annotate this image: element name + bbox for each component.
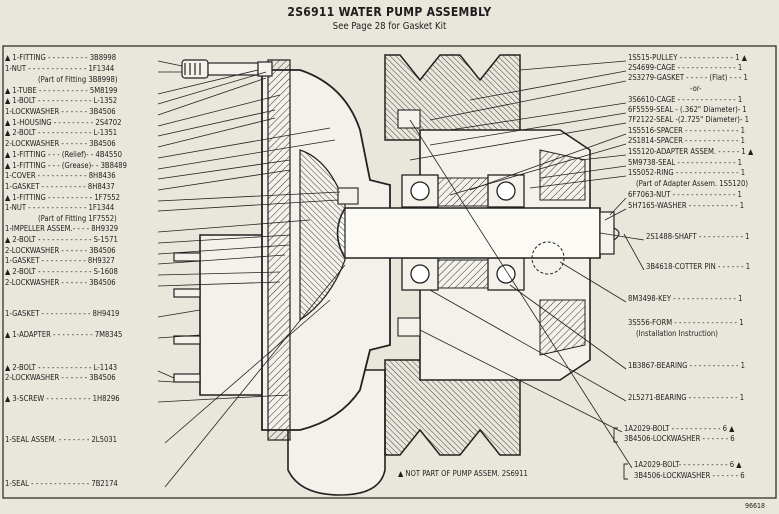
right-label-r13: (Part of Adapter Assem. 1S5120) [636,179,749,188]
right-label-r16: 2S1488-SHAFT - - - - - - - - - - 1 [646,232,750,241]
left-label-l15: 1-NUT - - - - - - - - - - - - - 1F1344 [5,203,115,212]
left-label-l9: 2-LOCKWASHER - - - - - - 3B4506 [5,139,116,148]
page-title: 2S6911 WATER PUMP ASSEMBLY [287,5,492,19]
figure-number: 96618 [744,502,765,510]
right-label-r25: 1A2029-BOLT- - - - - - - - - - - 6 ▲ [634,460,742,469]
left-label-l14: ▲ 1-FITTING - - - - - - - - - - 1F7552 [5,193,120,202]
right-label-r15: 5H7165-WASHER - - - - - - - - - - - 1 [628,201,745,210]
right-label-r17: 3B4618-COTTER PIN - - - - - - 1 [646,262,751,271]
right-label-r2: 2S4699-CAGE - - - - - - - - - - - - - 1 [628,63,743,72]
housing-flange [267,59,291,441]
label-brackets [613,427,628,480]
left-label-l13: 1-GASKET - - - - - - - - - - 8H8437 [5,182,115,191]
right-label-r14: 6F7063-NUT - - - - - - - - - - - - - - 1 [628,190,742,199]
right-label-r19: 3S556-FORM - - - - - - - - - - - - - - 1 [628,318,744,327]
left-label-l27: ▲ 3-SCREW - - - - - - - - - - 1H8296 [5,394,120,403]
left-label-l29: 1-SEAL - - - - - - - - - - - - - 7B2174 [5,479,118,488]
left-label-l8: ▲ 2-BOLT - - - - - - - - - - - - L-1351 [5,128,118,137]
cotter-pin [613,227,620,241]
left-label-l20: 1-GASKET - - - - - - - - - - 8H9327 [5,256,115,265]
right-label-r10: 1S5120-ADAPTER ASSEM. - - - - - 1 ▲ [628,147,754,156]
right-label-r26: 3B4506-LOCKWASHER - - - - - - 6 [634,471,745,480]
left-label-l4: ▲ 1-TUBE - - - - - - - - - - - 5M8199 [5,86,118,95]
page-subtitle: See Page 28 for Gasket Kit [332,21,447,32]
right-label-r20: (Installation Instruction) [636,329,718,338]
left-label-l10: ▲ 1-FITTING - - - (Relief)- - 4B4550 [5,150,122,159]
adapter-lower-section [539,299,586,356]
left-label-l21: ▲ 2-BOLT - - - - - - - - - - - - S-1608 [5,267,118,276]
right-label-r18: 8M3498-KEY - - - - - - - - - - - - - - 1 [628,294,743,303]
left-label-l3: (Part of Fitting 3B8998) [38,75,118,84]
key-outline [531,241,565,275]
left-label-l6: 1-LOCKWASHER - - - - - - 3B4506 [5,107,116,116]
left-label-l16: (Part of Fitting 1F7552) [38,214,117,223]
pulley-lower [384,359,521,456]
right-label-r21: 1B3867-BEARING - - - - - - - - - - - 1 [628,361,745,370]
bearings [401,174,525,291]
spacer-upper [437,177,489,207]
right-label-r24: 3B4506-LOCKWASHER - - - - - - 6 [624,434,735,443]
small-bolts [337,109,421,337]
left-label-l11: ▲ 1-FITTING - - - (Grease)- - 3B8489 [5,161,127,170]
right-label-r22: 2L5271-BEARING - - - - - - - - - - - 1 [628,393,745,402]
left-label-l17: 1-IMPELLER ASSEM.- - - - 8H9329 [5,224,119,233]
right-label-r3: 2S3279-GASKET - - - - - (Flat) - - - 1 [628,73,748,82]
left-label-l28: 1-SEAL ASSEM. - - - - - - - 2L5031 [5,435,117,444]
leader-lines-right [409,60,645,469]
diagram-frame [2,45,777,499]
right-label-r7: 7F2122-SEAL -(2.725" Diameter)- 1 [628,115,749,124]
right-label-r5: 3S6610-CAGE - - - - - - - - - - - - - 1 [628,95,743,104]
left-label-l22: 2-LOCKWASHER - - - - - - 3B4506 [5,278,116,287]
right-label-r4: -or- [690,84,702,93]
footnote: ▲ NOT PART OF PUMP ASSEM. 2S6911 [398,469,528,478]
shaft [336,207,601,259]
right-label-r11: 5M9738-SEAL - - - - - - - - - - - - - 1 [628,158,742,167]
left-label-l24: ▲ 1-ADAPTER - - - - - - - - - 7M8345 [5,330,123,339]
left-label-l19: 2-LOCKWASHER - - - - - - 3B4506 [5,246,116,255]
left-label-l23: 1-GASKET - - - - - - - - - - - 8H9419 [5,309,120,318]
left-label-l12: 1-COVER - - - - - - - - - - - 8H8436 [5,171,116,180]
right-label-r23: 1A2029-BOLT - - - - - - - - - - - 6 ▲ [624,424,735,433]
left-label-l7: ▲ 1-HOUSING - - - - - - - - - 2S4702 [5,118,122,127]
left-label-l2: 1-NUT - - - - - - - - - - - - - 1F1344 [5,64,115,73]
right-label-r12: 1S5052-RING - - - - - - - - - - - - - - … [628,168,746,177]
left-label-l25: ▲ 2-BOLT - - - - - - - - - - - - L-1143 [5,363,118,372]
spacer-lower [437,259,489,289]
adapter-studs [173,252,201,383]
right-label-r1: 1S515-PULLEY - - - - - - - - - - - - 1 ▲ [628,53,747,62]
right-label-r8: 1S5516-SPACER - - - - - - - - - - - - 1 [628,126,746,135]
right-label-r9: 2S1814-SPACER - - - - - - - - - - - - 1 [628,136,746,145]
fitting-top [181,59,273,79]
left-label-l18: ▲ 2-BOLT - - - - - - - - - - - - S-1571 [5,235,118,244]
left-label-l1: ▲ 1-FITTING - - - - - - - - - 3B8998 [5,53,117,62]
left-label-l26: 2-LOCKWASHER - - - - - - 3B4506 [5,373,116,382]
left-label-l5: ▲ 1-BOLT - - - - - - - - - - - - L-1352 [5,96,118,105]
leader-lines-left [157,60,346,488]
right-label-r6: 6F5559-SEAL - (.362" Diameter)- 1 [628,105,747,114]
